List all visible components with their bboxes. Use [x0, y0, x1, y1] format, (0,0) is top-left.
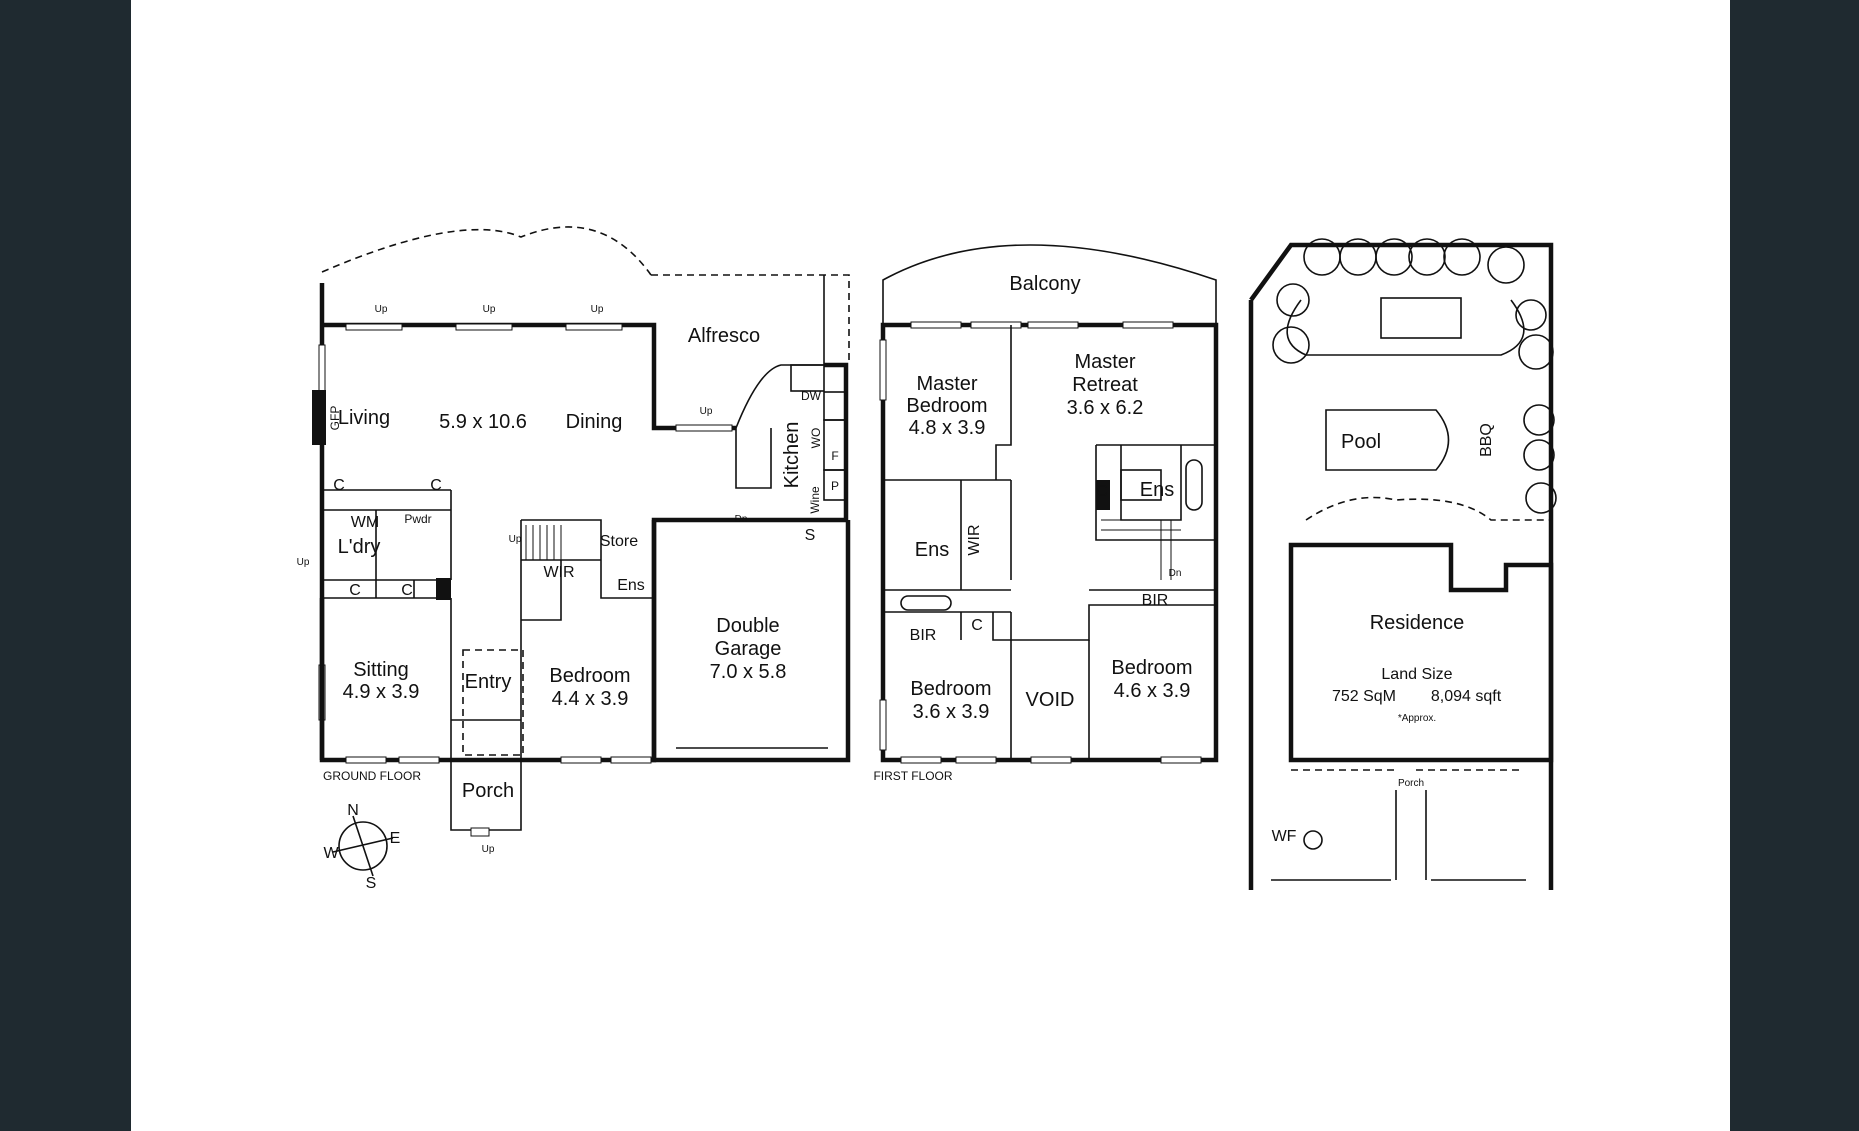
up-label-laundry: Up: [297, 557, 310, 568]
bedroom-label: Bedroom: [549, 665, 630, 687]
up-label-porch: Up: [482, 844, 495, 855]
garage-label-1: Double: [716, 615, 779, 637]
compass-s: S: [366, 875, 377, 892]
first-floor-title: FIRST FLOOR: [873, 769, 952, 783]
sitting-label: Sitting: [353, 659, 409, 681]
ensuite-label: Ens: [617, 577, 645, 594]
dining-label: Dining: [566, 411, 623, 433]
master-retreat-label-1: Master: [1074, 351, 1135, 373]
f-label: F: [831, 449, 838, 463]
up-label-window-2: Up: [483, 304, 496, 315]
garden-trees: [1272, 238, 1557, 514]
entry-label: Entry: [465, 671, 512, 693]
first-floor-walls: [880, 322, 1219, 763]
master-bedroom-size: 4.8 x 3.9: [909, 417, 986, 439]
up-label-window-4: Up: [700, 406, 713, 417]
residence-outline: [1288, 542, 1554, 763]
bir-label-right: BIR: [1142, 592, 1169, 609]
balcony-outline: [882, 244, 1217, 325]
wf-label: WF: [1272, 828, 1297, 845]
garage-size: 7.0 x 5.8: [710, 661, 787, 683]
master-retreat-size: 3.6 x 6.2: [1067, 397, 1144, 419]
first-floor-plan: [879, 244, 1219, 764]
void-label: VOID: [1026, 689, 1075, 711]
land-size-label: Land Size: [1381, 666, 1452, 683]
store-label: Store: [600, 533, 638, 550]
sitting-size: 4.9 x 3.9: [343, 681, 420, 703]
cupboard-label-1: C: [333, 477, 345, 494]
first-bedroom-right-label: Bedroom: [1111, 657, 1192, 679]
first-cupboard-label-2: C: [971, 617, 983, 634]
site-porch-label: Porch: [1398, 778, 1424, 789]
master-bedroom-label-2: Bedroom: [906, 395, 987, 417]
p-label: P: [831, 479, 839, 493]
pool-shape: [1325, 409, 1450, 471]
first-cupboard-label-1: C: [1096, 483, 1108, 500]
bbq-label: BBQ: [1478, 423, 1495, 457]
pwdr-label: Pwdr: [404, 512, 431, 526]
up-label-stairs: Up: [509, 534, 522, 545]
approx-note: *Approx.: [1398, 713, 1436, 724]
living-label: Living: [338, 407, 390, 429]
wir-label: WIR: [543, 564, 574, 581]
first-bedroom-right-size: 4.6 x 3.9: [1114, 680, 1191, 702]
land-size-sqft: 8,094 sqft: [1431, 688, 1502, 705]
alfresco-outline-curve: [321, 226, 652, 276]
balcony-label: Balcony: [1009, 273, 1080, 295]
floor-plan-sheet: Alfresco Living 5.9 x 10.6 Dining GFP Ki…: [131, 0, 1730, 1131]
cupboard-label-4: C: [401, 582, 413, 599]
compass-n: N: [347, 802, 359, 819]
cupboard-label-2: C: [430, 477, 442, 494]
ground-floor-plan: [312, 226, 851, 837]
first-wir-label: WIR: [966, 524, 983, 555]
floor-plan-drawing: Alfresco Living 5.9 x 10.6 Dining GFP Ki…: [297, 226, 1557, 892]
wo-label: WO: [809, 428, 823, 449]
laundry-label: L'dry: [338, 536, 381, 558]
cupboard-label-3: C: [349, 582, 361, 599]
master-retreat-label-2: Retreat: [1072, 374, 1138, 396]
porch-label: Porch: [462, 780, 514, 802]
first-dn-label: Dn: [1169, 568, 1182, 579]
up-label-window-1: Up: [375, 304, 388, 315]
residence-label: Residence: [1370, 612, 1465, 634]
ground-floor-title: GROUND FLOOR: [323, 769, 421, 783]
wine-label: Wine: [808, 486, 822, 514]
master-bedroom-label-1: Master: [916, 373, 977, 395]
compass-rose: N E S W: [323, 802, 400, 892]
first-bedroom-left-label: Bedroom: [910, 678, 991, 700]
bedroom-size: 4.4 x 3.9: [552, 688, 629, 710]
pool-label: Pool: [1341, 431, 1381, 453]
entry-dashed-box: [462, 649, 524, 756]
s-label: S: [805, 527, 816, 544]
garage-walls: [651, 520, 851, 763]
bir-label-left: BIR: [910, 627, 937, 644]
garage-label-2: Garage: [715, 638, 782, 660]
first-ensuite-label-2: Ens: [1140, 479, 1174, 501]
first-bedroom-left-size: 3.6 x 3.9: [913, 701, 990, 723]
compass-e: E: [390, 830, 401, 847]
alfresco-label: Alfresco: [688, 325, 760, 347]
wm-label: WM: [351, 514, 379, 531]
land-size-sqm: 752 SqM: [1332, 688, 1396, 705]
dn-label: Dn: [735, 514, 748, 525]
compass-w: W: [323, 845, 339, 862]
kitchen-label: Kitchen: [781, 422, 803, 489]
first-ensuite-label-1: Ens: [915, 539, 949, 561]
fireplace: [312, 390, 326, 445]
living-dining-size: 5.9 x 10.6: [439, 411, 527, 433]
dw-label: DW: [801, 389, 822, 403]
up-label-window-3: Up: [591, 304, 604, 315]
gfp-label: GFP: [328, 406, 342, 431]
site-plan: [1248, 238, 1557, 890]
